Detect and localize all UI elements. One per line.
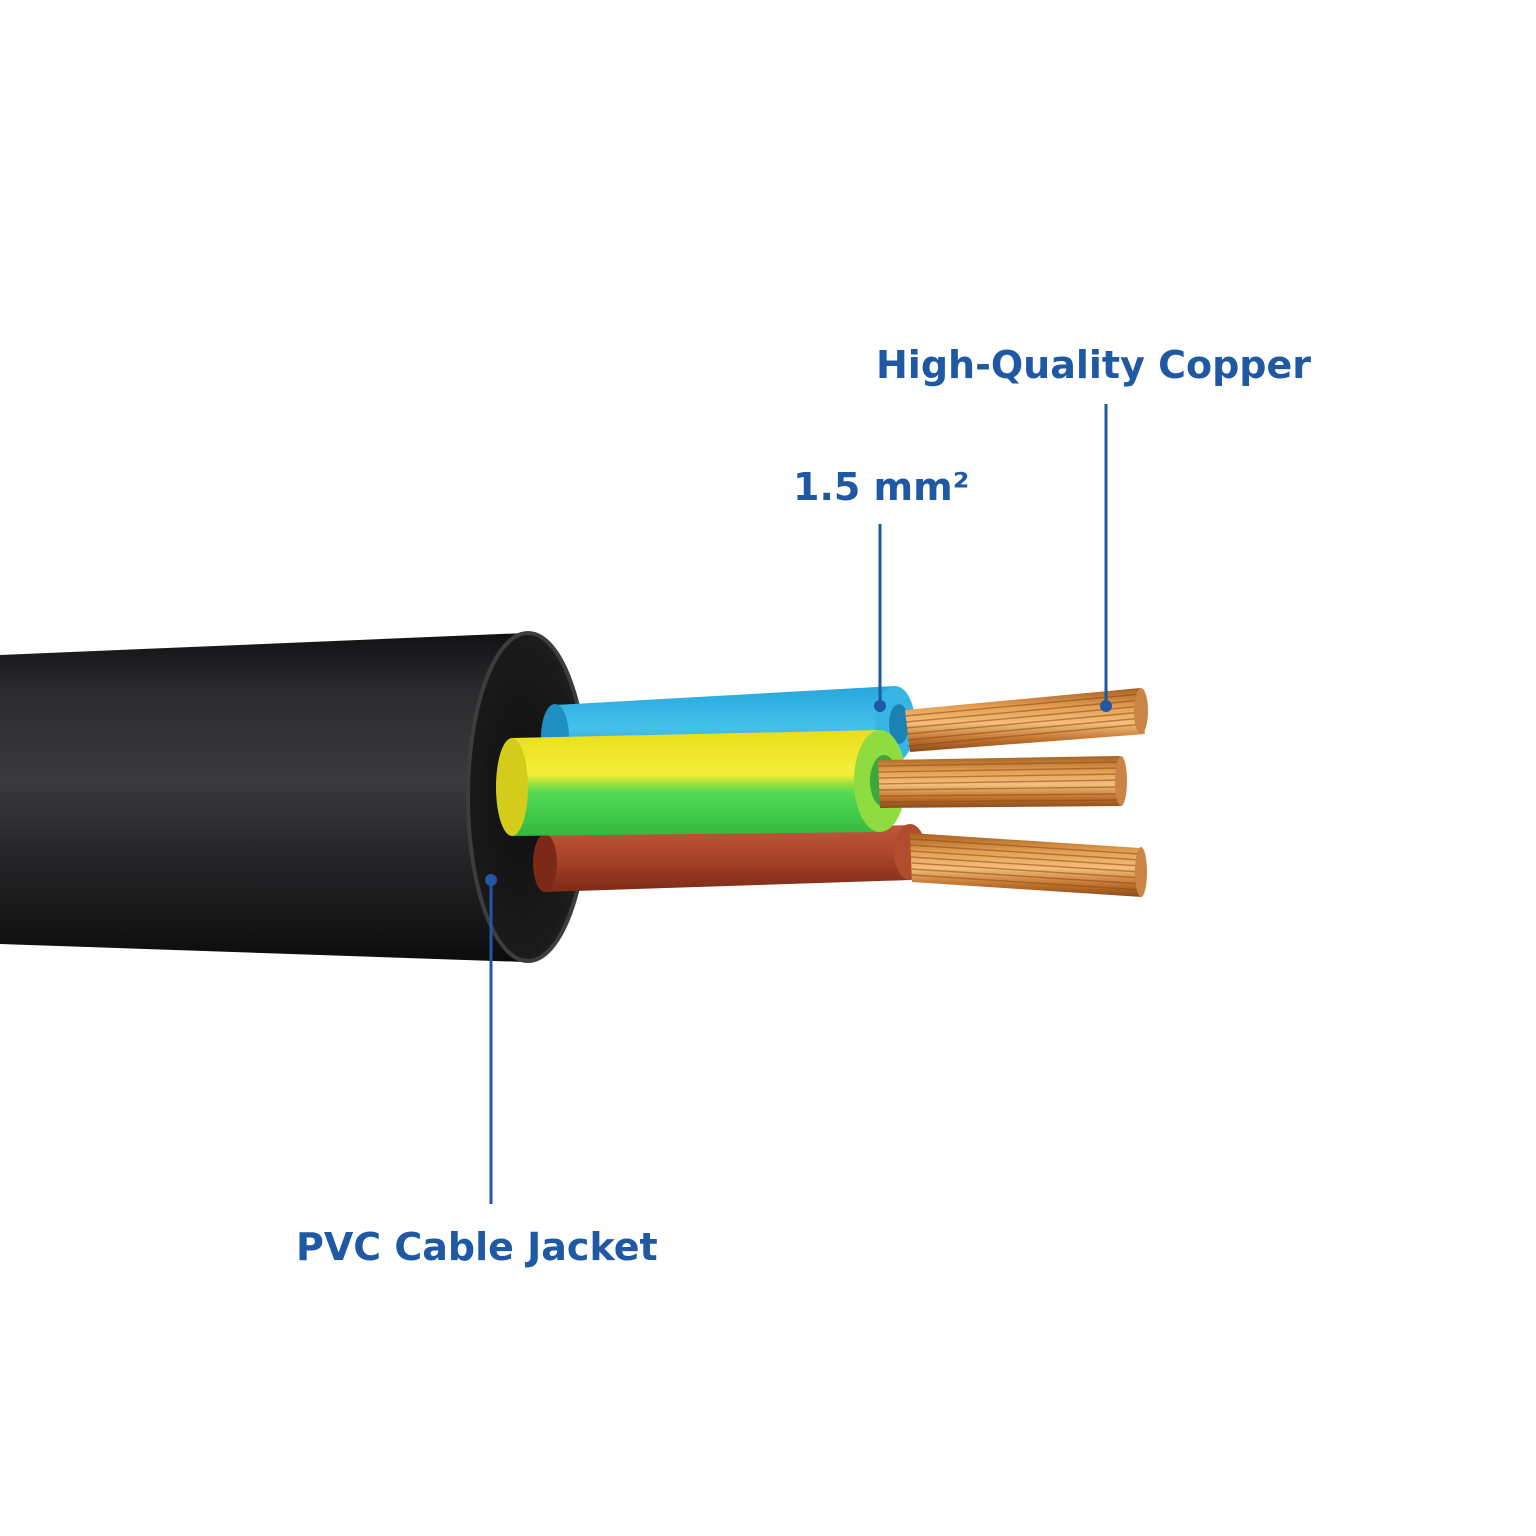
label-high-quality-copper: High-Quality Copper (876, 343, 1311, 387)
label-wire-gauge: 1.5 mm² (793, 465, 970, 509)
copper-strands-bottom (909, 833, 1147, 897)
label-pvc-cable-jacket: PVC Cable Jacket (296, 1225, 658, 1269)
cable-jacket (0, 633, 525, 962)
copper-strands-middle (877, 756, 1127, 808)
core-yellow-green (496, 730, 906, 836)
callout-copper (1100, 404, 1112, 712)
copper-strands-top (904, 688, 1148, 752)
callout-gauge (874, 524, 886, 712)
callout-jacket (485, 874, 497, 1204)
